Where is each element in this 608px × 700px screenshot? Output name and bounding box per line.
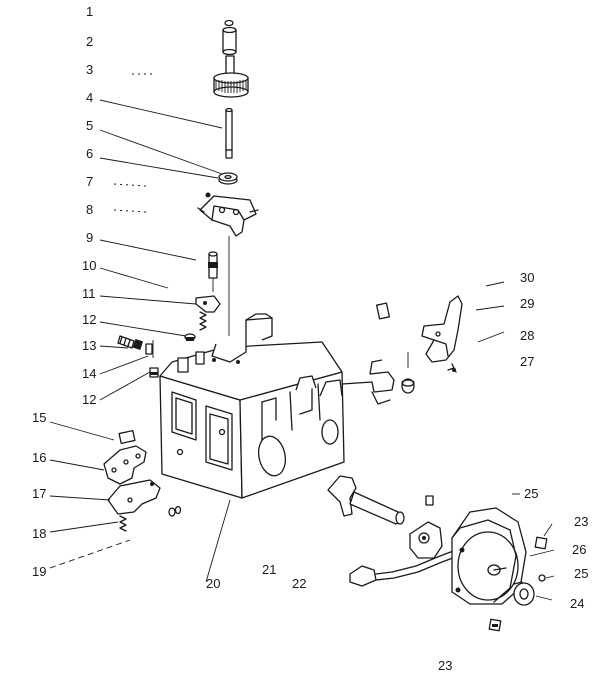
part-19-pins bbox=[168, 505, 182, 517]
part-13-screw bbox=[117, 335, 144, 350]
label-part-12b: 12 bbox=[82, 392, 96, 407]
label-part-4: 4 bbox=[86, 90, 93, 105]
label-part-27: 27 bbox=[520, 354, 534, 369]
part-14-pin bbox=[145, 340, 154, 358]
part-9-standoff bbox=[208, 251, 218, 279]
label-part-12a: 12 bbox=[82, 312, 96, 327]
part-2-bushing bbox=[222, 26, 237, 56]
part-26-motor-housing bbox=[451, 507, 527, 605]
part-11-small-bracket bbox=[195, 295, 221, 313]
left-small-parts bbox=[103, 335, 182, 532]
motor-end-disc bbox=[409, 521, 443, 559]
part-20-main-frame bbox=[159, 313, 395, 499]
part-17-plate bbox=[107, 479, 161, 515]
part-12-nut bbox=[184, 333, 196, 341]
label-part-23a: 23 bbox=[574, 514, 588, 529]
label-part-25b: 25 bbox=[574, 566, 588, 581]
part-1-clip bbox=[224, 19, 234, 27]
label-part-6: 6 bbox=[86, 146, 93, 161]
part-6-washer bbox=[218, 172, 238, 185]
label-part-24: 24 bbox=[570, 596, 584, 611]
roller-pin bbox=[376, 302, 390, 320]
motor-shaft-cam bbox=[327, 475, 405, 525]
label-part-17: 17 bbox=[32, 486, 46, 501]
label-part-20: 20 bbox=[206, 576, 220, 591]
label-part-30: 30 bbox=[520, 270, 534, 285]
part-3-gear bbox=[213, 55, 249, 98]
leader-lines bbox=[49, 73, 555, 601]
label-part-9: 9 bbox=[86, 230, 93, 245]
part-24-pulley bbox=[513, 581, 535, 606]
spring bbox=[199, 311, 207, 331]
label-part-13: 13 bbox=[82, 338, 96, 353]
label-part-19: 19 bbox=[32, 564, 46, 579]
label-part-14: 14 bbox=[82, 366, 96, 381]
label-part-16: 16 bbox=[32, 450, 46, 465]
right-upper-parts bbox=[376, 295, 463, 394]
label-part-18: 18 bbox=[32, 526, 46, 541]
label-part-10: 10 bbox=[82, 258, 96, 273]
label-part-11: 11 bbox=[82, 286, 96, 301]
shaft-stack-assembly bbox=[184, 19, 259, 341]
label-part-28: 28 bbox=[520, 328, 534, 343]
label-part-1: 1 bbox=[86, 4, 93, 19]
part-18-spring bbox=[119, 515, 127, 532]
motor-assembly bbox=[327, 475, 548, 632]
part-number-labels: 1 2 3 4 5 6 7 8 9 10 11 12 13 14 12 15 1… bbox=[32, 4, 588, 673]
label-part-22: 22 bbox=[292, 576, 306, 591]
label-part-2: 2 bbox=[86, 34, 93, 49]
part-29-bracket-arm bbox=[421, 295, 463, 363]
label-part-29: 29 bbox=[520, 296, 534, 311]
part-25-washer bbox=[538, 574, 546, 582]
label-part-21: 21 bbox=[262, 562, 276, 577]
label-part-3: 3 bbox=[86, 62, 93, 77]
part-27-small-parts bbox=[401, 352, 457, 394]
part-8-bracket bbox=[197, 192, 259, 237]
label-part-26: 26 bbox=[572, 542, 586, 557]
motor-plug-cable bbox=[349, 549, 459, 587]
part-23-screws bbox=[488, 536, 548, 632]
label-part-8: 8 bbox=[86, 202, 93, 217]
part-16-lever bbox=[103, 430, 147, 485]
part-4-shaft bbox=[225, 107, 233, 151]
part-5-collar bbox=[225, 149, 233, 159]
label-part-25a: 25 bbox=[524, 486, 538, 501]
part-12b-nut bbox=[149, 367, 159, 378]
label-part-5: 5 bbox=[86, 118, 93, 133]
label-part-7: 7 bbox=[86, 174, 93, 189]
label-part-15: 15 bbox=[32, 410, 46, 425]
label-part-23b: 23 bbox=[438, 658, 452, 673]
shaft-nut bbox=[425, 495, 434, 506]
